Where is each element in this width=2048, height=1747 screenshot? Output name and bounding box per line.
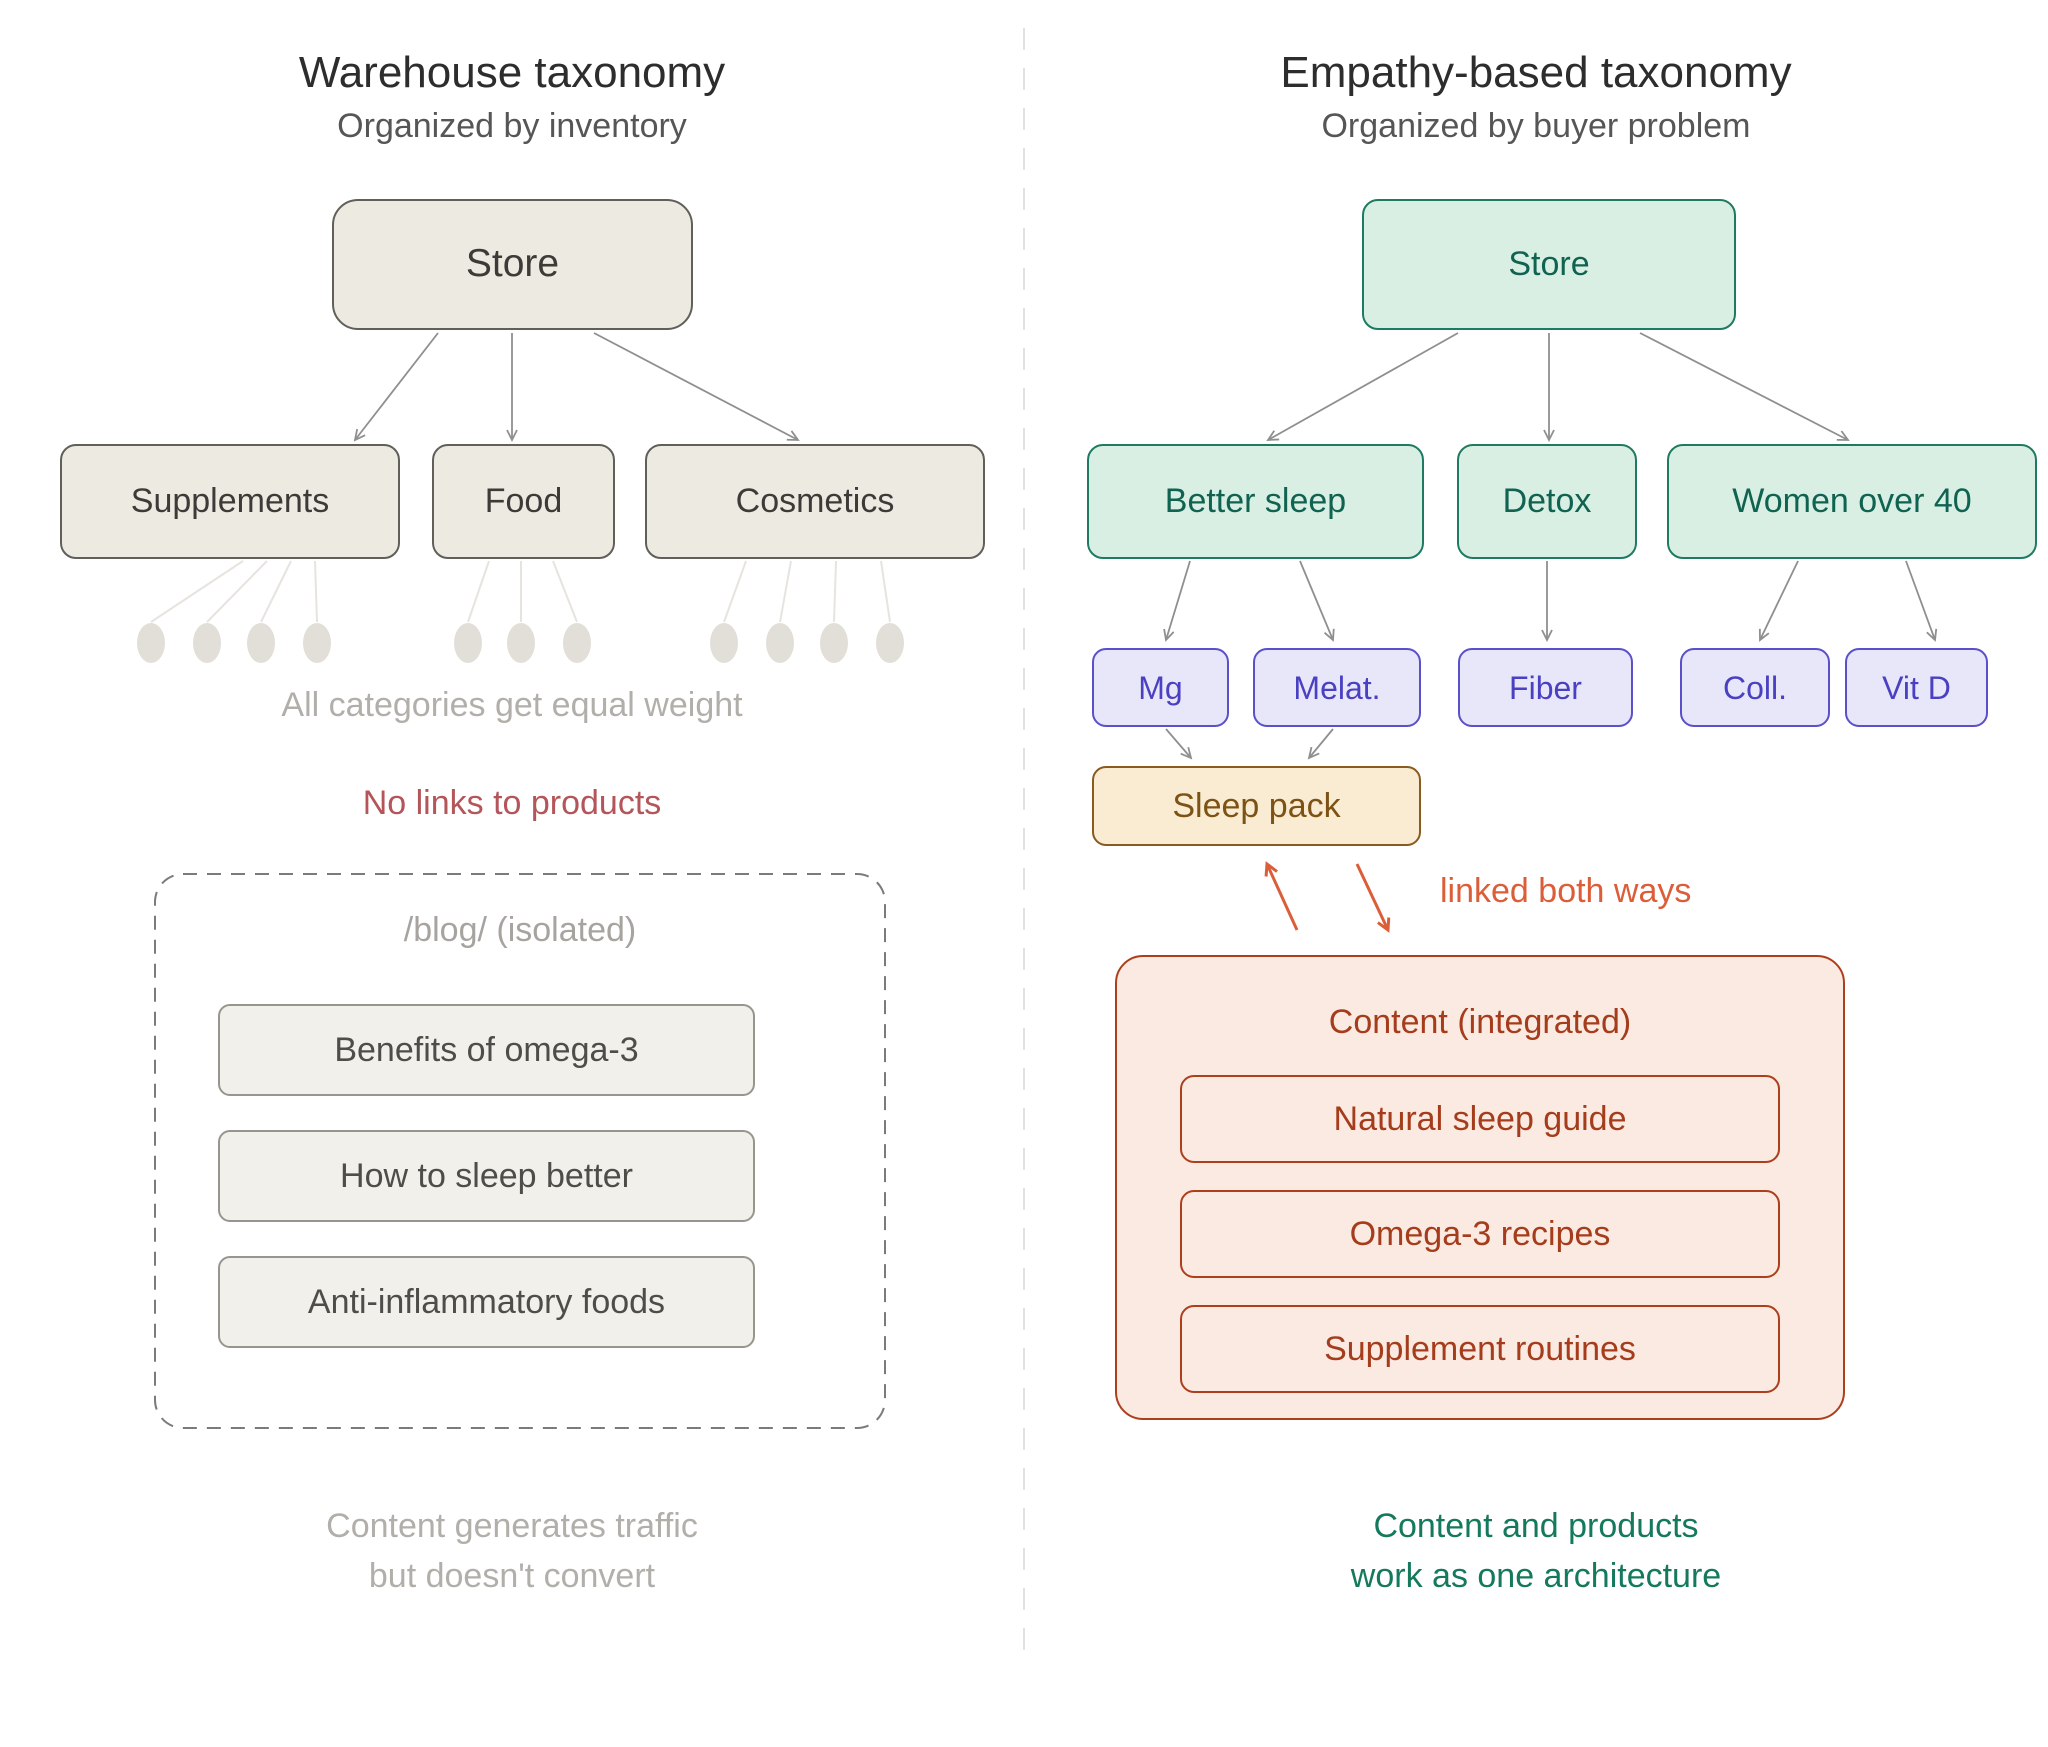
left-subtitle: Organized by inventory: [337, 106, 687, 145]
bundle-arrows: [1165, 728, 1334, 760]
blog-container: [154, 873, 886, 1429]
content-item-1: Natural sleep guide: [1180, 1075, 1780, 1163]
category-dot: [766, 623, 794, 663]
category-dot: [507, 623, 535, 663]
content-title: Content (integrated): [1328, 1002, 1632, 1041]
left-child-cosmetics: Cosmetics: [645, 444, 985, 559]
category-dot: [563, 623, 591, 663]
left-child-food: Food: [432, 444, 615, 559]
right-title: Empathy-based taxonomy: [1280, 47, 1792, 97]
content-item-2: Omega-3 recipes: [1180, 1190, 1780, 1278]
product-node-collagen: Coll.: [1680, 648, 1830, 727]
left-footer-line2: but doesn't convert: [368, 1556, 656, 1595]
content-item-3: Supplement routines: [1180, 1305, 1780, 1393]
right-footer-line1: Content and products: [1373, 1506, 1699, 1545]
right-store-node: Store: [1362, 199, 1736, 330]
left-title: Warehouse taxonomy: [298, 47, 726, 97]
right-footer-line2: work as one architecture: [1350, 1556, 1722, 1595]
left-category-dots: [137, 623, 904, 663]
category-dot: [454, 623, 482, 663]
category-dot: [193, 623, 221, 663]
product-node-mg: Mg: [1092, 648, 1229, 727]
right-child-arrows: [1163, 560, 1938, 643]
blog-label: /blog/ (isolated): [403, 910, 637, 949]
category-dot: [137, 623, 165, 663]
left-store-node: Store: [332, 199, 693, 330]
product-node-fiber: Fiber: [1458, 648, 1633, 727]
category-dot: [820, 623, 848, 663]
blog-post-2: How to sleep better: [218, 1130, 755, 1222]
left-dot-lines: [150, 560, 891, 623]
left-store-arrows: [353, 332, 800, 443]
left-child-supplements: Supplements: [60, 444, 400, 559]
category-dot: [247, 623, 275, 663]
linked-both-ways-arrows: [1264, 861, 1391, 933]
linked-both-ways-label: linked both ways: [1440, 871, 1692, 910]
left-footer-line1: Content generates traffic: [326, 1506, 698, 1545]
left-caption-equal-weight: All categories get equal weight: [281, 685, 743, 724]
blog-post-1: Benefits of omega-3: [218, 1004, 755, 1096]
right-child-women-over-40: Women over 40: [1667, 444, 2037, 559]
product-node-vitamin-d: Vit D: [1845, 648, 1988, 727]
right-child-detox: Detox: [1457, 444, 1637, 559]
category-dot: [710, 623, 738, 663]
sleep-pack-node: Sleep pack: [1092, 766, 1421, 846]
blog-post-3: Anti-inflammatory foods: [218, 1256, 755, 1348]
right-store-arrows: [1266, 332, 1850, 443]
right-child-better-sleep: Better sleep: [1087, 444, 1424, 559]
category-dot: [876, 623, 904, 663]
category-dot: [303, 623, 331, 663]
product-node-melatonin: Melat.: [1253, 648, 1421, 727]
right-subtitle: Organized by buyer problem: [1321, 106, 1751, 145]
left-caption-no-links: No links to products: [362, 783, 662, 822]
